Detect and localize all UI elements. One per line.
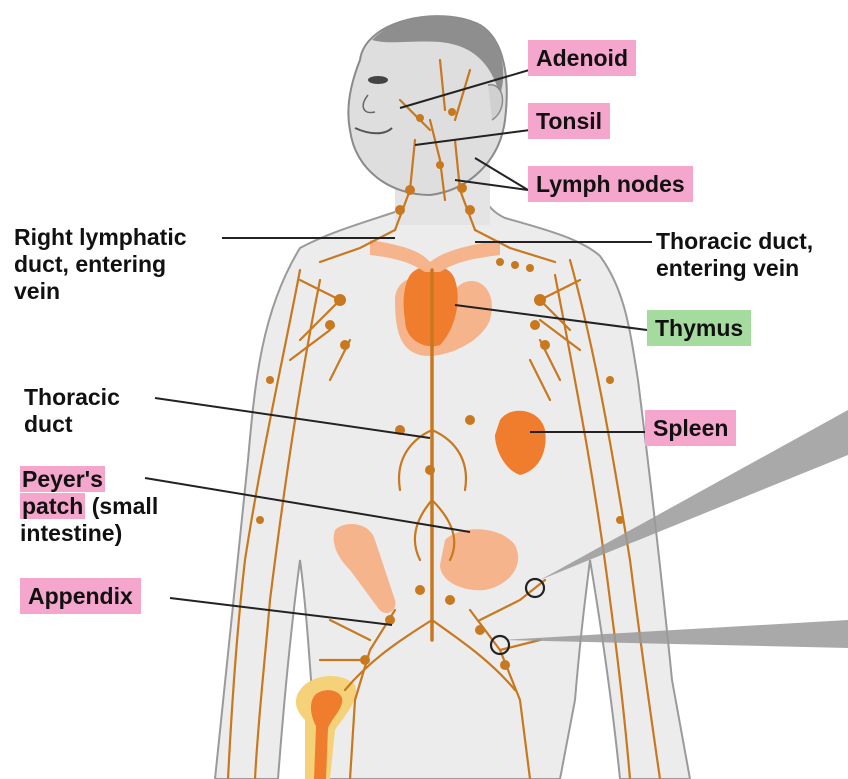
label-right-lymphatic-duct-line: vein [14, 278, 187, 305]
node [325, 320, 335, 330]
node [416, 114, 424, 122]
node [340, 340, 350, 350]
label-peyers-patch-highlight: patch [20, 493, 85, 519]
node [425, 465, 435, 475]
node [500, 660, 510, 670]
node [511, 261, 519, 269]
node [405, 185, 415, 195]
node [465, 415, 475, 425]
label-thymus: Thymus [647, 310, 751, 346]
label-peyers-patch-rest: (small [85, 493, 158, 519]
label-spleen: Spleen [645, 410, 736, 446]
label-right-lymphatic-duct-line: duct, entering [14, 251, 187, 278]
node [334, 294, 346, 306]
label-thoracic-duct-vein-line: Thoracic duct, [656, 228, 813, 255]
node [360, 655, 370, 665]
label-adenoid: Adenoid [528, 40, 636, 76]
label-appendix: Appendix [20, 578, 141, 614]
head [348, 16, 506, 225]
node [415, 585, 425, 595]
label-thoracic-duct-line: duct [24, 411, 120, 438]
node [534, 294, 546, 306]
eye [368, 76, 388, 84]
node [475, 625, 485, 635]
label-thoracic-duct-line: Thoracic [24, 384, 120, 411]
node [540, 340, 550, 350]
node [445, 595, 455, 605]
node [436, 161, 444, 169]
label-right-lymphatic-duct: Right lymphatic duct, entering vein [14, 224, 187, 305]
label-thoracic-duct-vein: Thoracic duct, entering vein [656, 228, 813, 282]
node [526, 264, 534, 272]
node [496, 258, 504, 266]
label-lymph-nodes: Lymph nodes [528, 166, 693, 202]
label-peyers-patch: Peyer's patch (small intestine) [20, 466, 158, 547]
label-right-lymphatic-duct-line: Right lymphatic [14, 224, 187, 251]
label-thoracic-duct: Thoracic duct [24, 384, 120, 438]
node [606, 376, 614, 384]
node [395, 205, 405, 215]
node [448, 108, 456, 116]
node [266, 376, 274, 384]
node [457, 183, 467, 193]
node [616, 516, 624, 524]
label-peyers-patch-line: patch (small [20, 493, 158, 520]
label-peyers-patch-line: Peyer's [20, 466, 158, 493]
node [256, 516, 264, 524]
node [530, 320, 540, 330]
node [465, 205, 475, 215]
label-peyers-patch-highlight: Peyer's [20, 466, 105, 492]
label-tonsil: Tonsil [528, 103, 610, 139]
label-peyers-patch-line: intestine) [20, 520, 158, 547]
label-thoracic-duct-vein-line: entering vein [656, 255, 813, 282]
